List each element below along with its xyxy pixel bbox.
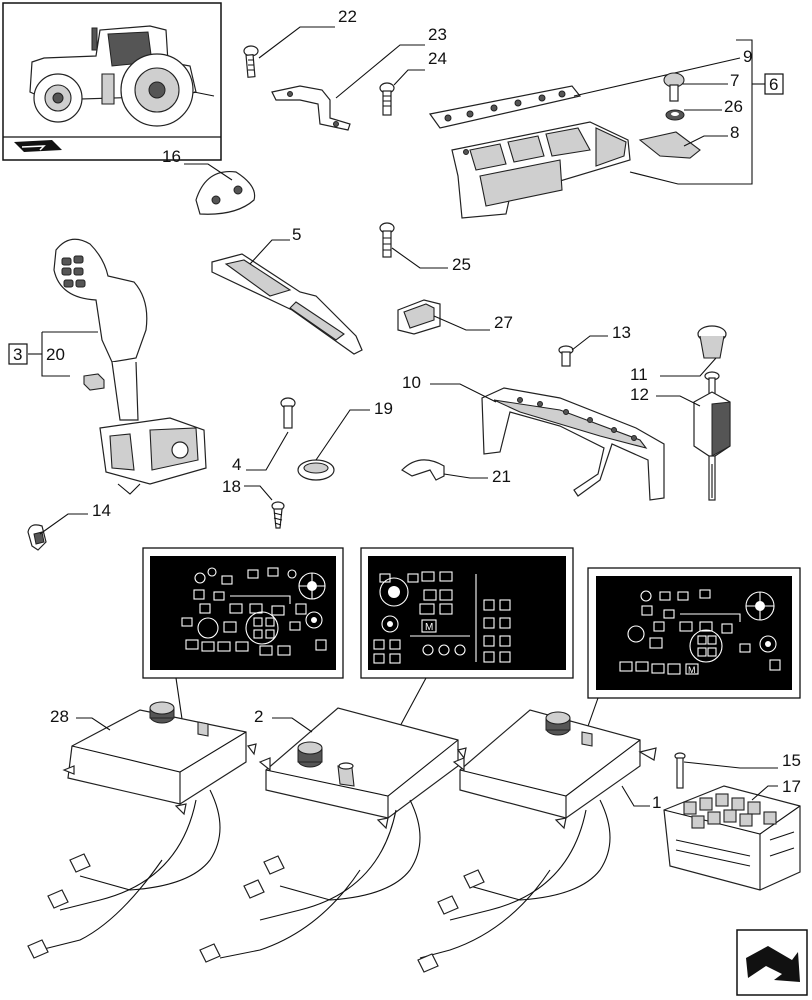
part-11-knob <box>697 325 727 359</box>
callout-18: 18 <box>222 477 241 496</box>
callout-6-box <box>764 73 784 95</box>
part-13-pin <box>558 345 574 367</box>
part-3-joystick <box>53 238 207 495</box>
callout-22: 22 <box>338 7 357 26</box>
callout-20: 20 <box>46 345 65 364</box>
part-21-cap <box>401 459 445 481</box>
callout-23: 23 <box>428 25 447 44</box>
decal-panel-left <box>142 547 344 679</box>
part-17-fuse-box <box>663 785 801 891</box>
part-10-support <box>481 387 665 501</box>
callout-2: 2 <box>254 707 263 726</box>
decal-center-m-label: M <box>425 622 433 633</box>
next-page-arrow-icon[interactable] <box>736 929 808 996</box>
callout-10: 10 <box>402 373 421 392</box>
part-27-clip <box>397 299 441 335</box>
part-22-screw <box>243 45 259 78</box>
part-9-console-plate <box>428 85 582 129</box>
part-23-bracket <box>271 85 351 131</box>
callout-14: 14 <box>92 501 111 520</box>
part-5-cover-strip <box>211 253 363 355</box>
decal-right-m-label: M <box>688 665 696 675</box>
callout-27: 27 <box>494 313 513 332</box>
part-18-screw <box>271 501 285 529</box>
part-12-switch <box>693 371 731 501</box>
callout-19: 19 <box>374 399 393 418</box>
callout-25: 25 <box>452 255 471 274</box>
callout-11: 11 <box>630 365 648 384</box>
callout-4: 4 <box>232 455 241 474</box>
callout-3: 3 <box>13 345 22 364</box>
callout-21: 21 <box>492 467 511 486</box>
decal-panel-center: M <box>360 547 574 679</box>
part-24-bolt <box>379 82 395 116</box>
callout-6: 6 <box>769 75 778 94</box>
part-14-clip <box>27 524 47 551</box>
part-16-cap <box>195 170 256 215</box>
callout-24: 24 <box>428 49 447 68</box>
callout-26: 26 <box>724 97 743 116</box>
part-8-cover <box>638 131 701 159</box>
decal-right-symbols: M <box>619 589 781 675</box>
part-28-control-unit <box>27 701 257 959</box>
callout-17: 17 <box>782 777 801 796</box>
part-4-bolt <box>280 397 296 429</box>
callout-15: 15 <box>782 751 801 770</box>
decal-left-symbols <box>181 567 327 656</box>
part-20-pad <box>83 373 105 391</box>
callout-16: 16 <box>162 147 181 166</box>
part-2-control-unit <box>199 707 467 963</box>
part-25-bolt <box>379 222 395 258</box>
callout-3-box <box>8 343 28 365</box>
part-1-control-unit <box>417 709 657 973</box>
book-arrow-icon <box>14 140 62 152</box>
callout-8: 8 <box>730 123 739 142</box>
callout-12: 12 <box>630 385 649 404</box>
callout-28: 28 <box>50 707 69 726</box>
part-7-knob <box>663 72 685 102</box>
part-15-screw <box>674 752 686 789</box>
tractor-thumbnail[interactable] <box>2 2 222 161</box>
callout-7: 7 <box>730 71 739 90</box>
tractor-thumbnail-icon <box>29 25 215 127</box>
part-6-console-assembly <box>451 121 631 219</box>
decal-panel-right: M <box>587 567 801 699</box>
callout-5: 5 <box>292 225 301 244</box>
callout-9: 9 <box>743 47 752 66</box>
callout-1: 1 <box>652 793 661 812</box>
part-19-plug <box>297 459 335 481</box>
part-26-washer <box>665 109 685 121</box>
decal-center-symbols: M <box>373 571 511 664</box>
callout-13: 13 <box>612 323 631 342</box>
